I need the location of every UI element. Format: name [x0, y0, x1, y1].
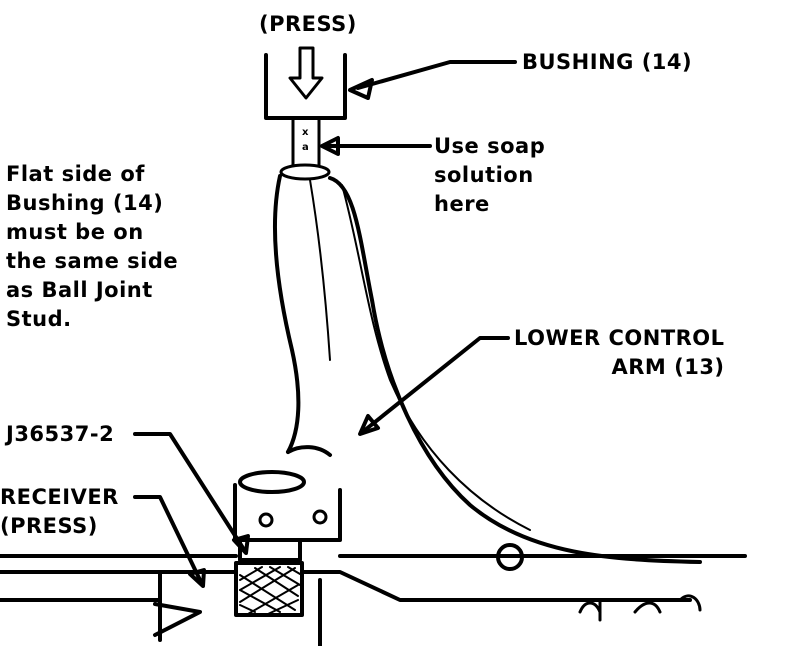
lower-control-arm-label: LOWER CONTROL ARM (13) [514, 324, 725, 382]
receiver-assembly [233, 470, 342, 617]
receiver-label: RECEIVER (PRESS) [0, 483, 119, 541]
lower-control-arm-drawing [273, 174, 702, 564]
soap-line-2: solution [434, 163, 534, 187]
soap-line-3: here [434, 192, 490, 216]
lca-line-2: ARM (13) [611, 355, 725, 379]
receiver-line-2: (PRESS) [0, 514, 98, 538]
flat-side-line-2: Bushing (14) [6, 191, 164, 215]
flat-side-line-6: Stud. [6, 307, 72, 331]
svg-text:a: a [302, 142, 309, 153]
press-plates [0, 543, 747, 646]
tool-number-label: J36537-2 [6, 422, 115, 446]
soap-label: Use soap solution here [434, 132, 545, 219]
flat-side-line-1: Flat side of [6, 162, 145, 186]
leader-lines [133, 60, 517, 588]
receiver-line-1: RECEIVER [0, 485, 119, 509]
bushing-label: BUSHING (14) [522, 50, 693, 74]
flat-side-line-4: the same side [6, 249, 179, 273]
bushing-shaft: x a [279, 116, 331, 181]
svg-text:x: x [302, 127, 309, 138]
soap-line-1: Use soap [434, 134, 546, 158]
press-bushing-block [264, 46, 347, 120]
lca-line-1: LOWER CONTROL [514, 326, 725, 350]
press-top-label: (PRESS) [259, 12, 357, 36]
flat-side-line-3: must be on [6, 220, 144, 244]
flat-side-note: Flat side of Bushing (14) must be on the… [6, 160, 178, 334]
flat-side-line-5: as Ball Joint [6, 278, 153, 302]
